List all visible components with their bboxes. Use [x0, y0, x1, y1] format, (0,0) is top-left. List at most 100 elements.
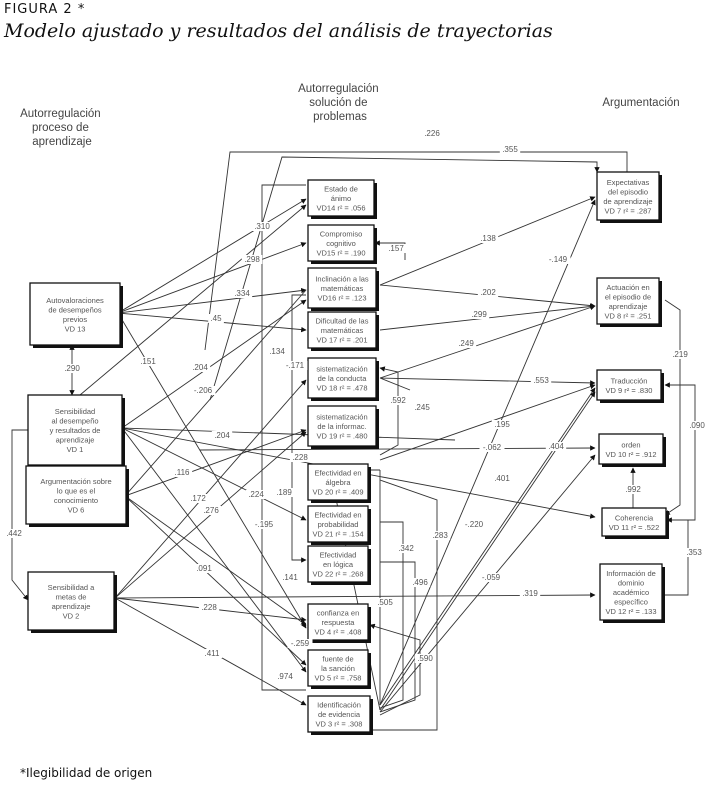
edge-171: [291, 294, 307, 563]
coefficient-bg: [519, 589, 541, 598]
coefficient-bg: [189, 363, 211, 372]
coefficient-45: .45: [210, 314, 222, 323]
coefficient-592: .592: [390, 396, 406, 405]
node-box: [307, 603, 369, 641]
edge-vd1-vd5: [121, 427, 307, 673]
coefficient-141: .141: [282, 573, 298, 582]
node-box: [307, 179, 375, 217]
coefficient-992: .992: [625, 485, 641, 494]
node-box: [307, 311, 377, 349]
edge-vd3-vd10: [379, 454, 596, 713]
coefficient-310: .310: [254, 222, 270, 231]
coefficient-411: .411: [205, 649, 221, 658]
node-box: [596, 369, 662, 401]
coefficient-202: .202: [480, 288, 496, 297]
node-box: [307, 224, 375, 262]
group-label-middle: Autorregulación solución de problemas: [298, 83, 382, 123]
coefficient-bg: [190, 386, 216, 395]
edge-vd20-vd3-283: [330, 479, 438, 731]
edge-vd1-vd16: [121, 299, 307, 429]
node-box: [27, 394, 123, 466]
coefficient-bg: [208, 314, 224, 323]
edge-vd1-vd9: [121, 427, 456, 441]
coefficient-bg: [3, 529, 25, 538]
coefficient-bg: [251, 222, 273, 231]
coefficient-bg: [274, 672, 296, 681]
node-box: [307, 405, 377, 447]
coefficient-bg: [669, 350, 691, 359]
node-box: [307, 695, 371, 733]
edge-vd3-vd7: [379, 199, 596, 706]
node-box: [27, 571, 115, 631]
coefficient-195b: -.195: [255, 520, 274, 529]
coefficient-bg: [200, 506, 222, 515]
coefficient-bg: [211, 431, 233, 440]
group-label-left: Autorregulación proceso de aprendizaje: [20, 108, 104, 148]
coefficient-bg: [477, 234, 499, 243]
coefficient-bg: [266, 347, 288, 356]
node-box: [599, 563, 663, 621]
coefficient-bg: [193, 564, 215, 573]
coefficient-151: .151: [140, 357, 156, 366]
node-box: [601, 507, 667, 537]
coefficients-layer: .226.355.310.298.334.45.290.151.204-.206…: [3, 129, 706, 681]
edge-vd2-vd4: [114, 597, 307, 623]
coefficient-bg: [478, 573, 504, 582]
coefficient-974: .974: [277, 672, 293, 681]
edge-vd6-vd5: [124, 495, 307, 666]
edge-vd8-vd11-219: [664, 299, 681, 516]
coefficient-220: -.220: [465, 520, 484, 529]
coefficient-bg: [198, 603, 220, 612]
edge-vd21-vd3-342: [379, 521, 404, 709]
node-box: [29, 282, 121, 346]
coefficient-bg: [461, 520, 487, 529]
coefficient-355: .355: [502, 145, 518, 154]
node-box: [307, 505, 369, 543]
node-box: [596, 277, 660, 325]
edge-vd13-vd15: [117, 242, 307, 314]
coefficient-172: .172: [190, 494, 206, 503]
edge-vd2-vd12: [114, 592, 596, 599]
coefficient-bg: [414, 654, 436, 663]
coefficient-116: .116: [175, 468, 191, 477]
edge-vd15-157: [374, 240, 406, 260]
coefficient-299: .299: [471, 310, 487, 319]
edge-vd1-vd14: [79, 204, 307, 396]
coefficient-bg: [686, 421, 706, 430]
edge-vd4-vd3-590: [369, 623, 421, 716]
edge-vd13-vd14: [117, 198, 307, 314]
coefficient-bg: [245, 490, 267, 499]
edge-vd6-vd4: [124, 495, 307, 626]
coefficient-171: -.171: [286, 361, 305, 370]
coefficient-bg: [251, 520, 277, 529]
coefficient-062: -.062: [483, 443, 502, 452]
coefficient-bg: [241, 255, 263, 264]
node-box: [307, 545, 369, 583]
node-box: [25, 465, 127, 525]
node-box: [598, 433, 664, 465]
edge-134: [261, 184, 306, 691]
coefficient-138: .138: [480, 234, 496, 243]
